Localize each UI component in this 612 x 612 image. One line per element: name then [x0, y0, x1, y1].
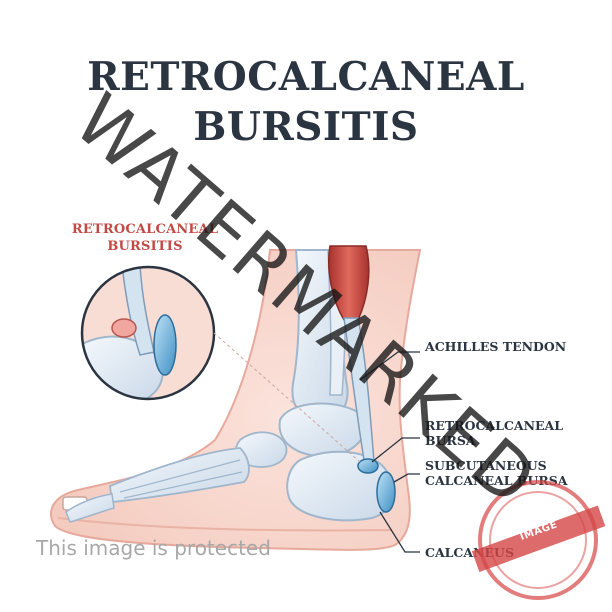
talus-bone	[278, 402, 367, 458]
protected-notice: This image is protected	[36, 536, 271, 560]
metatarsal-bones	[109, 447, 250, 503]
leader-subcutaneous	[393, 473, 420, 483]
inset-label-line-2: BURSITIS	[107, 239, 183, 254]
label-retrocalcaneal-line-2: BURSA	[425, 433, 476, 448]
retrocalcaneal-bursa	[357, 458, 379, 474]
leader-retrocalcaneal	[371, 437, 420, 463]
leader-calcaneus	[379, 511, 420, 553]
page-title-line-2: BURSITIS	[193, 104, 419, 150]
inset-connector-line	[213, 332, 361, 463]
phalanx-bones	[65, 493, 115, 523]
label-achilles-tendon: ACHILLES TENDON	[425, 339, 567, 354]
label-subcutaneous-line-1: SUBCUTANEOUS	[425, 458, 547, 473]
subcutaneous-calcaneal-bursa	[376, 471, 396, 513]
metatarsal-line-1	[119, 459, 241, 493]
leader-achilles	[359, 351, 420, 381]
metatarsal-line-2	[123, 471, 243, 499]
page-title-line-1: RETROCALCANEAL	[87, 54, 525, 100]
inset-magnifier	[80, 265, 216, 401]
protected-stamp-icon	[471, 480, 606, 600]
label-retrocalcaneal-line-1: RETROCALCANEAL	[425, 418, 564, 433]
inset-label-line-1: RETROCALCANEAL	[71, 222, 219, 237]
sole-line	[57, 517, 393, 532]
